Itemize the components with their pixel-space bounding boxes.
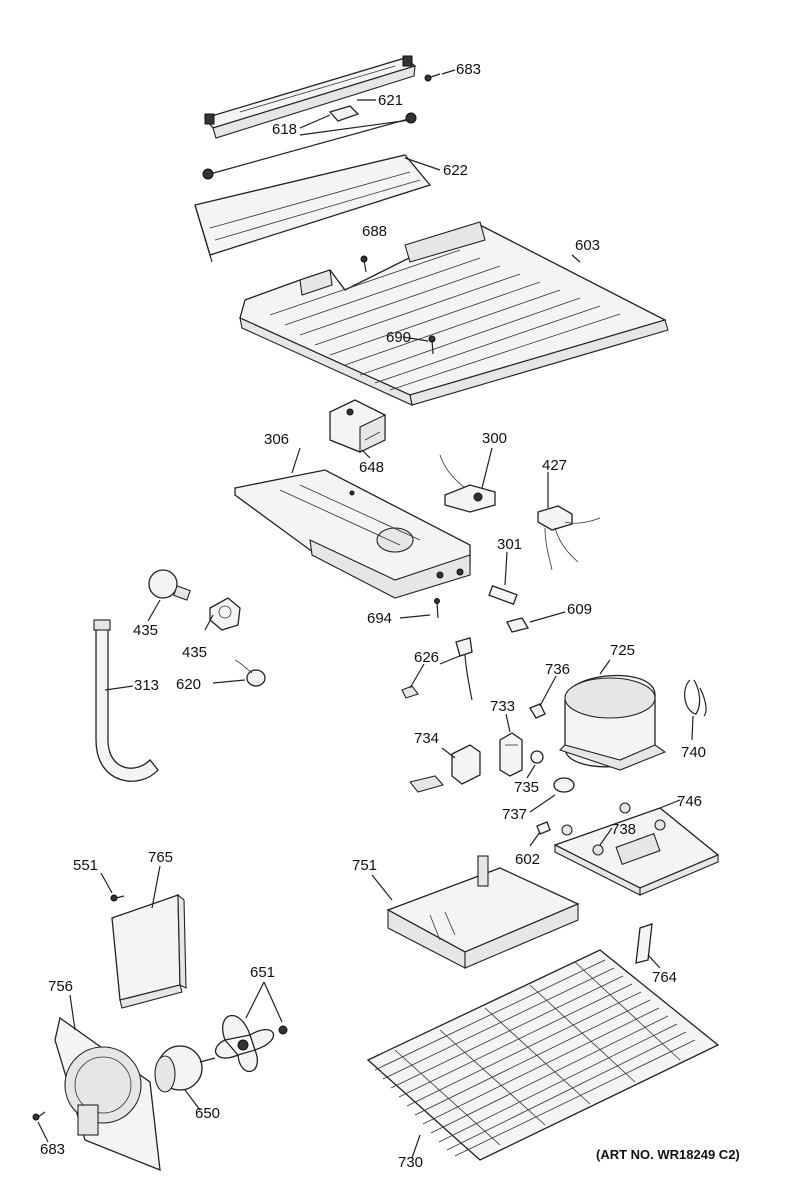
art-number: (ART NO. WR18249 C2): [596, 1147, 740, 1162]
part-label-725: 725: [610, 642, 636, 659]
part-label-746: 746: [677, 793, 703, 810]
part-label-602: 602: [515, 851, 541, 868]
part-label-756: 756: [48, 978, 74, 995]
screw-694: [434, 598, 440, 619]
part-label-626: 626: [414, 649, 440, 666]
part-602: [536, 821, 551, 835]
part-label-306: 306: [264, 431, 290, 448]
fan-blade-651: [214, 1015, 288, 1073]
fan-shroud-756: [54, 1016, 161, 1172]
part-label-300: 300: [482, 430, 508, 447]
part-label-427: 427: [542, 457, 568, 474]
part-label-690: 690: [386, 329, 412, 346]
lamp-bulb-435: [148, 569, 191, 601]
part-label-751: 751: [352, 857, 378, 874]
harness-427: [537, 505, 601, 571]
socket-301: [488, 585, 518, 605]
part-label-683-bottom: 683: [40, 1141, 66, 1158]
part-735: [530, 750, 544, 764]
clip-part: [328, 105, 360, 122]
part-label-737: 737: [502, 806, 528, 823]
compressor-725: [558, 674, 667, 771]
cover-734: [409, 744, 481, 793]
screw-688: [360, 255, 368, 273]
part-label-736: 736: [545, 661, 571, 678]
shelf-tray-603: [239, 221, 669, 406]
part-label-609: 609: [567, 601, 593, 618]
part-label-618: 618: [272, 121, 298, 138]
thermostat-648: [329, 399, 386, 453]
relay-733: [499, 732, 523, 777]
screw-683-bottom: [32, 1111, 46, 1121]
part-label-435-bulb: 435: [133, 622, 159, 639]
part-label-313: 313: [134, 677, 160, 694]
base-plate-746: [553, 802, 720, 896]
part-736: [529, 703, 546, 719]
part-label-688: 688: [362, 223, 388, 240]
cover-765: [111, 893, 187, 1009]
part-label-730: 730: [398, 1154, 424, 1171]
part-label-694: 694: [367, 610, 393, 627]
screw-551: [110, 894, 125, 902]
part-label-733: 733: [490, 698, 516, 715]
screw-690: [428, 335, 436, 355]
switch-300: [439, 454, 496, 513]
part-label-650: 650: [195, 1105, 221, 1122]
part-label-651: 651: [250, 964, 276, 981]
drain-tube-313: [93, 619, 159, 782]
clip-764: [635, 923, 653, 964]
grommet-737: [553, 777, 575, 793]
part-label-764: 764: [652, 969, 678, 986]
part-label-734: 734: [414, 730, 440, 747]
part-label-648: 648: [359, 459, 385, 476]
part-609: [506, 617, 530, 633]
part-label-603: 603: [575, 237, 601, 254]
clip-740: [684, 679, 707, 717]
shelf-622: [194, 154, 432, 263]
part-label-301: 301: [497, 536, 523, 553]
part-label-435-socket: 435: [182, 644, 208, 661]
wire-626: [401, 637, 473, 701]
part-label-621: 621: [378, 92, 404, 109]
light-shield-rail: [203, 55, 417, 139]
part-label-620: 620: [176, 676, 202, 693]
condenser-coil-730: [366, 949, 720, 1161]
part-label-765: 765: [148, 849, 174, 866]
part-label-735: 735: [514, 779, 540, 796]
leader-lines: [37, 69, 694, 1159]
part-label-738: 738: [611, 821, 637, 838]
part-620: [234, 659, 266, 687]
part-label-622: 622: [443, 162, 469, 179]
part-label-551: 551: [73, 857, 99, 874]
drain-pan-751: [386, 855, 580, 969]
control-housing-306: [234, 469, 471, 599]
fan-motor-650: [154, 1045, 216, 1093]
part-label-683: 683: [456, 61, 482, 78]
part-label-740: 740: [681, 744, 707, 761]
screw-683-top: [424, 73, 441, 82]
lamp-socket-435: [209, 597, 241, 631]
